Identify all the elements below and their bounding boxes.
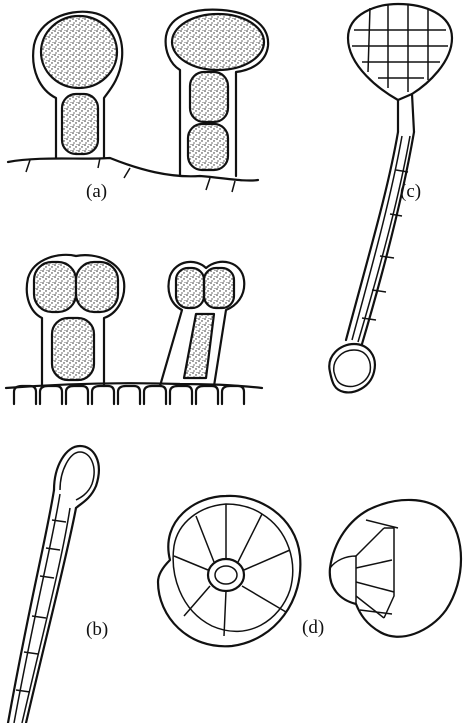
- gland-head-3a: [32, 260, 78, 314]
- gland-head-4a: [174, 266, 206, 310]
- gland-hair-2-outline: [164, 8, 270, 178]
- gland-hair-1-outline: [32, 10, 124, 160]
- stalk-cell-2b: [186, 122, 230, 172]
- stalk-cell-3: [50, 316, 96, 382]
- stalk-cell-4: [182, 312, 216, 380]
- stalk-cell-2a: [188, 70, 230, 124]
- gland-hair-4-outline: [158, 260, 246, 388]
- panel-a-top-hairs: [6, 8, 270, 193]
- label-a: (a): [86, 181, 108, 202]
- panel-a-bottom-hairs: [4, 253, 264, 406]
- gland-head-1: [39, 14, 119, 90]
- gland-hair-3-outline: [25, 253, 126, 388]
- panel-d-peltate-scales: [156, 494, 462, 648]
- gland-head-3b: [74, 260, 120, 314]
- gland-head-2: [170, 12, 266, 72]
- panel-b-uniseriate-hair: [6, 444, 100, 725]
- gland-head-4b: [202, 266, 236, 310]
- label-b: (b): [86, 619, 109, 640]
- panel-c-stalked-gland: [328, 2, 454, 394]
- label-d: (d): [302, 617, 325, 638]
- stalk-cell-1: [60, 92, 100, 156]
- label-c: (c): [400, 181, 422, 202]
